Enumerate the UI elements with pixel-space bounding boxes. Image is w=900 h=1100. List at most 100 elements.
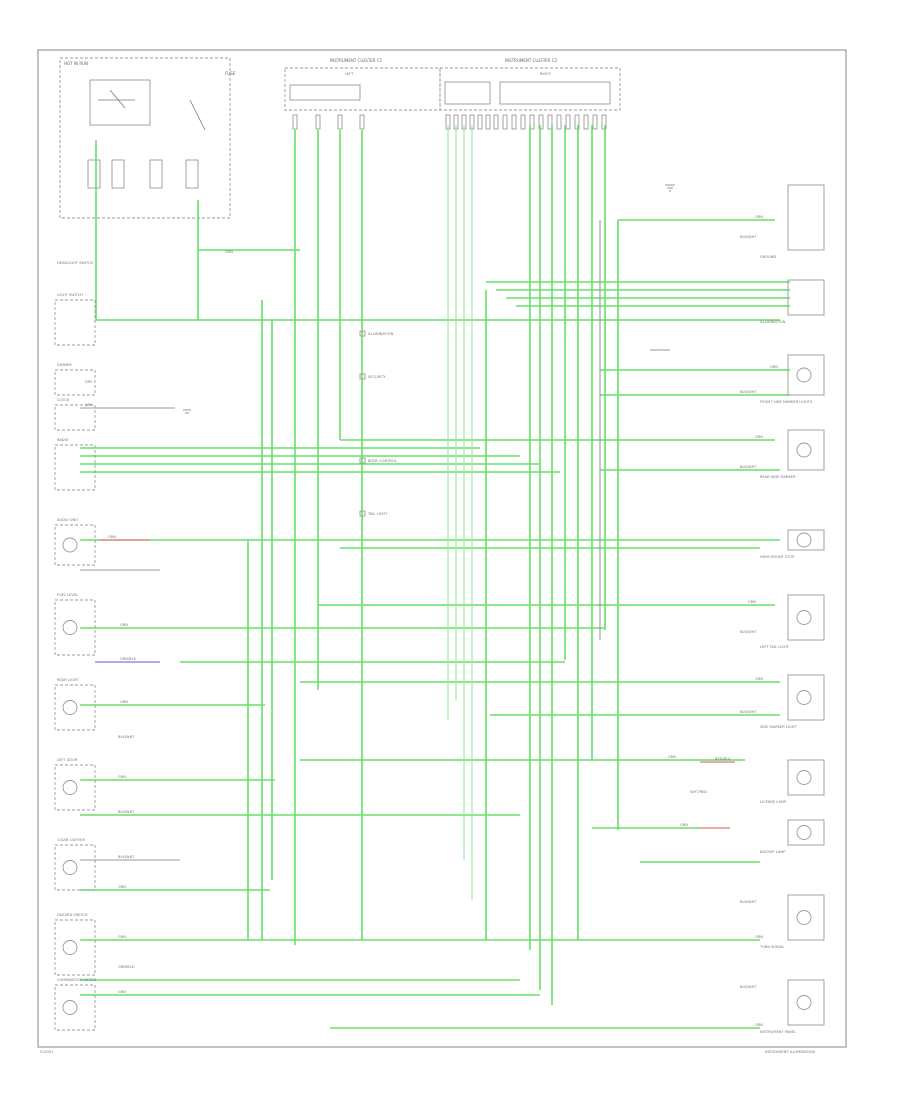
pin-c2b-6 — [556, 114, 562, 130]
hot-in-run-label: HOT IN RUN — [64, 61, 88, 66]
footer-left: G-0001 — [40, 1050, 53, 1054]
pin-c2b-3 — [529, 114, 535, 130]
wire-tag-22: BLK/WHT — [740, 710, 757, 714]
pin-c2b-7 — [565, 114, 571, 130]
left-component-3: CLOCK — [54, 398, 96, 431]
left-component-10: HAZARD SWITCH — [54, 913, 96, 976]
left-component-2: DIMMER — [54, 363, 96, 396]
left-component-label-8: LEFT DOOR — [57, 758, 78, 762]
lamp-icon — [796, 995, 812, 1010]
wire-tag-25: WHT/RED — [690, 790, 707, 794]
center-component-label-1: SECURITY — [368, 375, 386, 379]
pin-c2b-9 — [583, 114, 589, 130]
right-component-3: REAR SIDE MARKER — [760, 429, 825, 479]
right-component-5: LEFT TAIL LIGHT — [760, 594, 825, 649]
wire-tag-4: GRN — [120, 700, 128, 704]
lamp-icon — [796, 442, 812, 458]
center-component-label-3: TAIL LIGHT — [367, 512, 388, 516]
wire-tag-24: RED/BLK — [715, 757, 731, 761]
wire-tag-6: GRN — [118, 775, 126, 779]
left-component-label-6: FUEL LEVEL — [57, 593, 78, 597]
footer-right: INSTRUMENT ILLUMINATION — [765, 1050, 815, 1054]
right-component-7: LICENSE LAMP — [760, 759, 825, 804]
wire-tag-30: GRN — [755, 1023, 763, 1027]
left-component-label-11: COMBINATION METER — [57, 978, 97, 982]
pin-c2b-5 — [547, 114, 553, 130]
bulb-icon — [62, 700, 78, 715]
wire-tag-0: GRN — [225, 250, 233, 254]
center-components: ILLUMINATION SECURITY BODY CONTROL TAIL LIG… — [359, 330, 397, 517]
lamp-icon — [796, 610, 812, 625]
right-component-label-3: REAR SIDE MARKER — [760, 475, 796, 479]
right-component-label-8: BACKUP LAMP — [760, 850, 786, 854]
left-component-1: LIGHT SWITCH — [54, 293, 96, 346]
bulb-icon — [62, 1000, 78, 1015]
wire-tag-31: GRY — [85, 380, 93, 384]
wire-tag-7: BLK/WHT — [118, 810, 135, 814]
wire-tag-5: BLK/WHT — [118, 735, 135, 739]
center-component-label-2: BODY CONTROL — [368, 459, 397, 463]
wire-tag-3: GRN/BLK — [120, 657, 137, 661]
left-component-4: RADIO — [54, 438, 96, 491]
right-component-label-10: INSTRUMENT PANEL — [760, 1030, 796, 1034]
wire-tag-15: GRN — [770, 365, 778, 369]
pin-c2a-5 — [485, 114, 491, 130]
lamp-icon — [796, 367, 812, 383]
bulb-icon — [62, 780, 78, 795]
wire-tag-9: GRN — [118, 885, 126, 889]
lamp-icon — [796, 690, 812, 705]
left-component-label-3: CLOCK — [57, 398, 70, 402]
junction-c2-label: INSTRUMENT CLUSTER C2 — [505, 58, 558, 63]
pin-c2b-11 — [601, 114, 607, 130]
right-component-label-4: HIGH MOUNT STOP — [760, 555, 795, 559]
pin-c1-3 — [359, 114, 365, 130]
right-component-label-5: LEFT TAIL LIGHT — [760, 645, 790, 649]
wire-tag-20: BLK/WHT — [740, 630, 757, 634]
right-component-2: FRONT SIDE MARKER LIGHTS — [760, 354, 825, 404]
wire-tag-16: BLK/WHT — [740, 390, 757, 394]
green-wiring — [80, 125, 790, 1029]
bus-right-label: RIGHT — [540, 72, 552, 76]
right-component-4: HIGH MOUNT STOP — [760, 529, 825, 559]
pin-c2b-8 — [574, 114, 580, 130]
left-component-label-5: AUDIO UNIT — [57, 518, 79, 522]
bus-left-label: LEFT — [345, 72, 354, 76]
wire-tag-32: GRY — [85, 403, 93, 407]
wire-tag-12: GRN — [118, 990, 126, 994]
lamp-icon — [796, 532, 812, 548]
right-component-label-0: GROUND — [760, 255, 776, 259]
left-component-label-9: CIGAR LIGHTER — [57, 838, 85, 842]
pin-c2a-6 — [493, 114, 499, 130]
wire-tag-1: GRN — [108, 535, 116, 539]
lamp-icon — [796, 825, 812, 840]
junction-c1-label: INSTRUMENT CLUSTER C1 — [330, 58, 383, 63]
wire-tag-17: GRN — [755, 435, 763, 439]
wire-tag-13: GRN — [755, 215, 763, 219]
right-component-6: SIDE MARKER LIGHT — [760, 674, 825, 729]
left-component-label-2: DIMMER — [57, 363, 72, 367]
right-component-9: TURN SIGNAL — [759, 894, 825, 949]
fuse-block: HOT IN RUN FUSE — [59, 57, 236, 219]
left-component-label-7: REAR LIGHT — [57, 678, 79, 682]
thin-wiring — [80, 125, 670, 900]
right-component-label-7: LICENSE LAMP — [760, 800, 787, 804]
ground-icon — [665, 184, 675, 192]
left-component-label-1: LIGHT SWITCH — [57, 293, 83, 297]
center-component-label-0: ILLUMINATION — [368, 332, 394, 336]
left-component-label-10: HAZARD SWITCH — [57, 913, 88, 917]
left-component-8: LEFT DOOR — [54, 758, 96, 811]
connector-c1: INSTRUMENT CLUSTER C1 LEFT — [284, 58, 441, 111]
pin-c2b-1 — [511, 114, 517, 130]
right-component-label-2: FRONT SIDE MARKER LIGHTS — [760, 400, 813, 404]
left-component-0: HEADLIGHT SWITCH — [57, 261, 93, 265]
wire-tag-27: BLK/WHT — [740, 900, 757, 904]
ground-icon-2 — [183, 409, 191, 414]
wire-tag-11: GRN/BLK — [118, 965, 135, 969]
left-components: HEADLIGHT SWITCH LIGHT SWITCH DIMMER CLOCK R… — [54, 261, 97, 1031]
right-component-label-6: SIDE MARKER LIGHT — [760, 725, 797, 729]
connector-c2: INSTRUMENT CLUSTER C2 RIGHT — [439, 58, 621, 111]
left-component-11: COMBINATION METER — [54, 978, 97, 1031]
pin-c2b-10 — [592, 114, 598, 130]
